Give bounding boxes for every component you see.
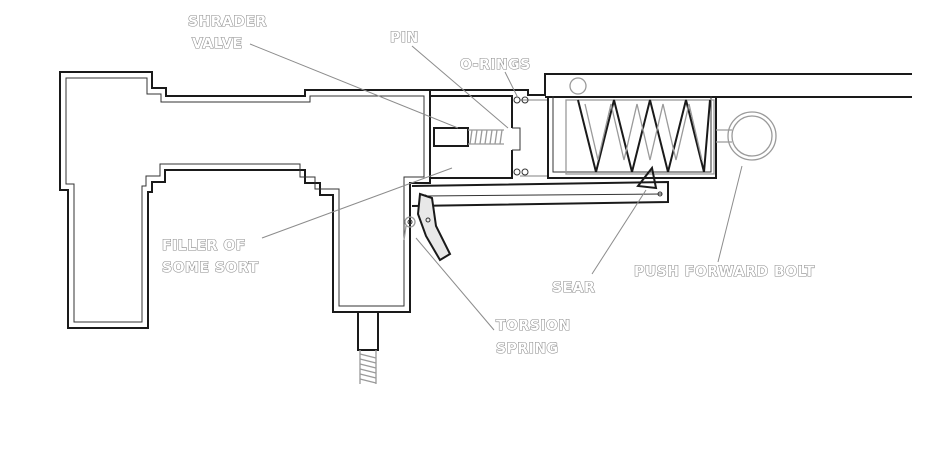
label-push-forward-bolt: PUSH FORWARD BOLT xyxy=(634,264,815,280)
valve-chamber xyxy=(430,95,548,179)
label-pin: PIN xyxy=(390,30,419,46)
leader-lines xyxy=(249,43,743,331)
barrel xyxy=(430,73,912,98)
label-sear: SEAR xyxy=(552,280,595,296)
trigger xyxy=(403,192,452,262)
label-torsion-line2: SPRING xyxy=(496,341,559,357)
label-filler-line1: FILLER OF xyxy=(162,238,246,254)
shrader-valve xyxy=(433,127,504,147)
label-o-rings: O-RINGS xyxy=(460,57,531,73)
labels: SHRADER VALVE PIN O-RINGS FILLER OF SOME… xyxy=(161,13,815,357)
o-rings xyxy=(513,96,529,176)
grip-screw xyxy=(357,311,379,384)
label-filler-line2: SOME SORT xyxy=(162,260,259,276)
sear-assembly xyxy=(411,165,669,207)
label-torsion-line1: TORSION xyxy=(496,318,571,334)
label-shrader-line1: SHRADER xyxy=(188,14,267,30)
stock-body xyxy=(59,71,431,329)
label-shrader-line2: VALVE xyxy=(192,36,243,52)
spring-housing xyxy=(547,96,777,179)
